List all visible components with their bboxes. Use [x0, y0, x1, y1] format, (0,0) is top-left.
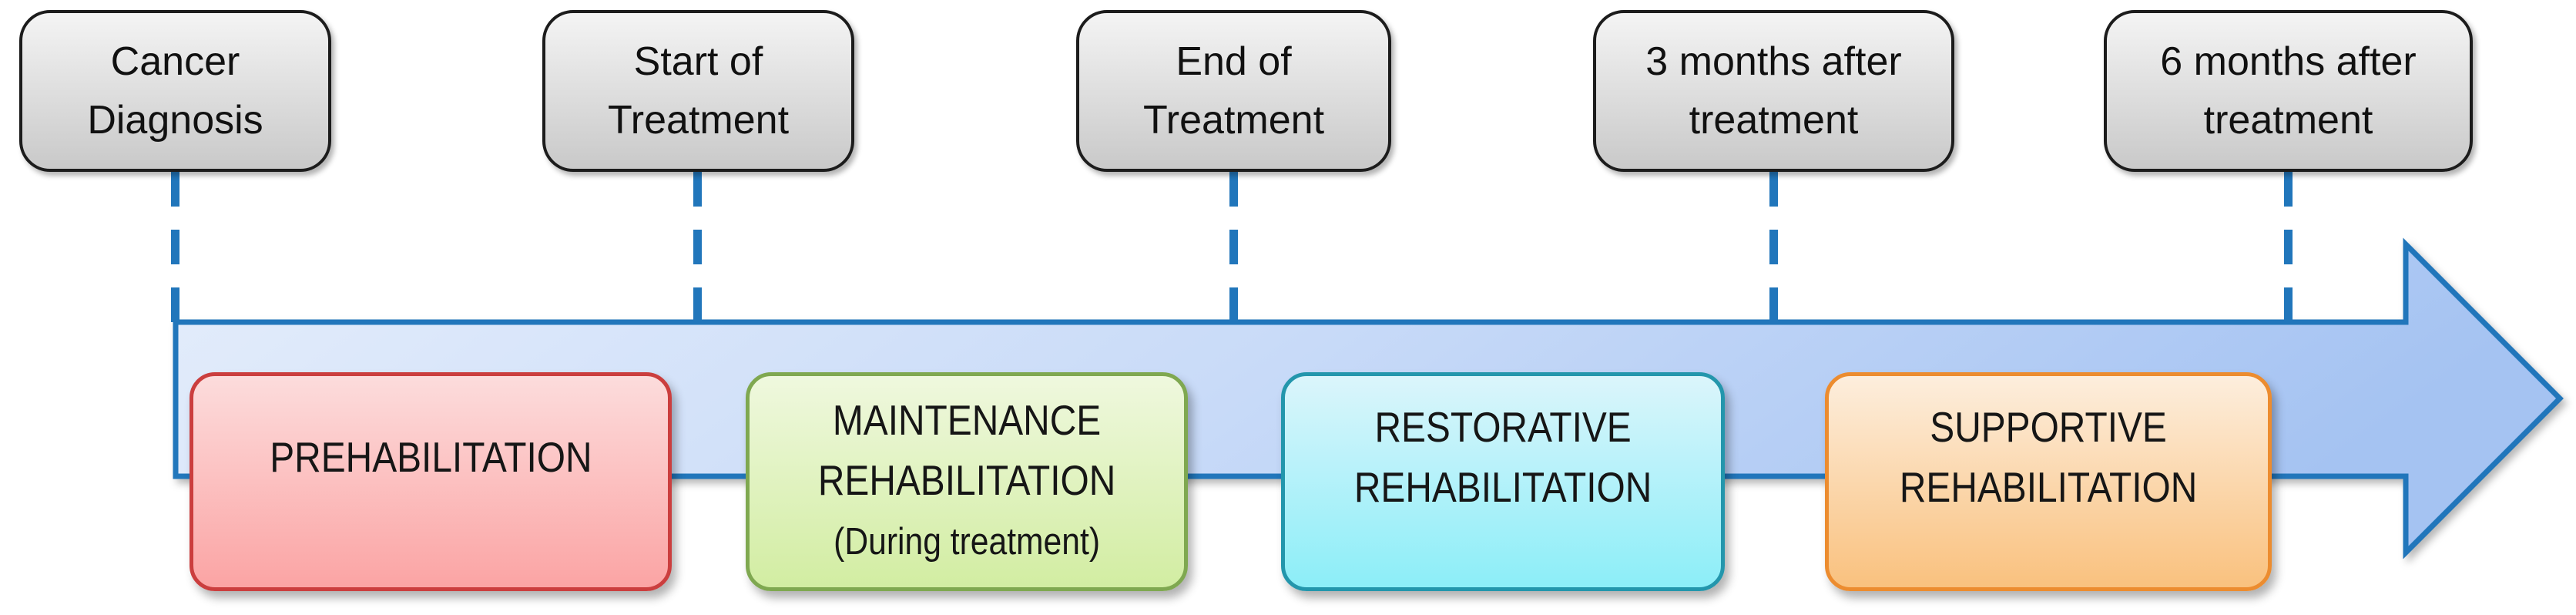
milestone-label-line: Diagnosis: [87, 98, 263, 143]
connector-end-of-treatment: [1229, 172, 1238, 322]
phase-caption: PREHABILITATION: [270, 427, 592, 536]
milestone-end-of-treatment: End of Treatment: [1076, 10, 1391, 172]
milestone-label-line: Treatment: [1142, 98, 1325, 143]
milestone-label-line: Cancer: [110, 39, 240, 84]
phase-prehabilitation: PREHABILITATION: [190, 372, 672, 591]
phase-label-line: REHABILITATION: [817, 456, 1116, 504]
phase-label-line: SUPPORTIVE: [1930, 403, 2167, 451]
milestone-label-line: End of: [1176, 39, 1292, 84]
phase-label-line: RESTORATIVE: [1374, 403, 1632, 451]
connector-3-months-after-treatment: [1769, 172, 1778, 322]
phase-caption: SUPPORTIVE REHABILITATION: [1900, 397, 2197, 566]
phase-caption: MAINTENANCE REHABILITATION (During treat…: [818, 390, 1115, 573]
milestone-label-line: 6 months after: [2160, 39, 2417, 84]
phase-label-line: PREHABILITATION: [269, 433, 592, 481]
phase-label-line: REHABILITATION: [1899, 463, 2198, 511]
milestone-label-line: Start of: [633, 39, 763, 84]
phase-restorative-rehabilitation: RESTORATIVE REHABILITATION: [1281, 372, 1725, 591]
milestone-cancer-diagnosis: Cancer Diagnosis: [19, 10, 331, 172]
phase-label-line: MAINTENANCE: [832, 396, 1102, 444]
milestone-start-of-treatment: Start of Treatment: [542, 10, 854, 172]
connector-start-of-treatment: [693, 172, 702, 322]
phase-caption: RESTORATIVE REHABILITATION: [1354, 397, 1652, 566]
milestone-label-line: 3 months after: [1645, 39, 1902, 84]
milestone-3-months-after-treatment: 3 months after treatment: [1593, 10, 1954, 172]
milestone-label-line: Treatment: [607, 98, 790, 143]
connector-6-months-after-treatment: [2284, 172, 2293, 322]
phase-maintenance-rehabilitation: MAINTENANCE REHABILITATION (During treat…: [746, 372, 1188, 591]
milestone-6-months-after-treatment: 6 months after treatment: [2104, 10, 2473, 172]
connector-cancer-diagnosis: [171, 172, 179, 322]
milestone-label-line: treatment: [2203, 98, 2373, 143]
phase-supportive-rehabilitation: SUPPORTIVE REHABILITATION: [1825, 372, 2272, 591]
phase-label-line: REHABILITATION: [1353, 463, 1652, 511]
milestone-label-line: treatment: [1689, 98, 1859, 143]
phase-label-subline: (During treatment): [834, 521, 1100, 563]
